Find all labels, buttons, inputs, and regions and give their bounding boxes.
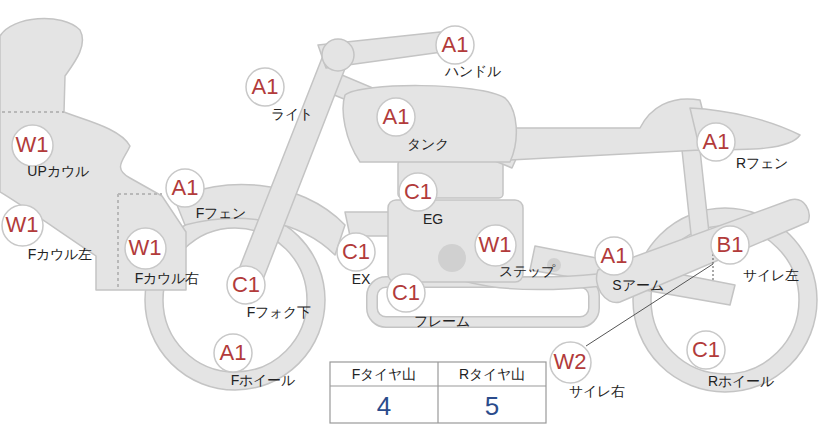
callout-circle: C1Rホイール (686, 330, 726, 370)
callout-code: A1 (696, 122, 736, 162)
callout-code: W2 (549, 341, 592, 384)
part-name: サイレ右 (569, 384, 625, 399)
part-name: Fフェン (196, 206, 247, 221)
callout-code: W1 (474, 224, 517, 267)
table-value: 4 (377, 391, 391, 422)
part-name: フレーム (414, 314, 470, 329)
part-name: ステップ (499, 264, 555, 279)
circle-shape (246, 68, 284, 106)
callout-circle: C1EX (336, 232, 376, 272)
part-name: UPカウル (27, 164, 88, 179)
callout-code: W1 (11, 124, 54, 167)
callout-code: A1 (165, 168, 205, 208)
callout-circle: C1フレーム (386, 273, 426, 313)
circle-shape (377, 98, 415, 136)
callout-circle: A1Sアーム (594, 236, 634, 276)
part-name: EX (352, 272, 371, 287)
part-name: EG (423, 212, 443, 227)
callout-code: W1 (124, 227, 167, 270)
part-name: Rフェン (736, 156, 788, 171)
circle-shape (337, 233, 375, 271)
table-header: Rタイヤ山 (459, 366, 525, 384)
part-name: Sアーム (612, 278, 663, 293)
callout-circle: W1Fカウル右 (124, 227, 167, 270)
callout-circle: W1UPカウル (11, 124, 54, 167)
part-name: ハンドル (445, 64, 501, 79)
callout-code: C1 (336, 232, 376, 272)
circle-shape (399, 173, 437, 211)
part-name: Fフォク下 (247, 305, 312, 320)
callout-code: B1 (710, 225, 750, 265)
callout-circle: W2サイレ右 (549, 341, 592, 384)
callout-circle: W1Fカウル左 (1, 204, 44, 247)
part-name: タンク (407, 137, 449, 152)
part-name: Rホイール (708, 374, 774, 389)
circle-shape (214, 334, 252, 372)
callout-code: A1 (213, 333, 253, 373)
circle-shape (125, 228, 166, 269)
callout-code: C1 (686, 330, 726, 370)
circle-shape (2, 205, 43, 246)
callout-code: A1 (245, 67, 285, 107)
circle-shape (436, 26, 474, 64)
circle-shape (697, 123, 735, 161)
callout-circle: A1Rフェン (696, 122, 736, 162)
callout-code: A1 (376, 97, 416, 137)
callout-circle: C1EG (398, 172, 438, 212)
callout-circle: A1Fホイール (213, 333, 253, 373)
callout-circle: C1Fフォク下 (226, 265, 266, 305)
callout-code: C1 (386, 273, 426, 313)
circle-shape (12, 125, 53, 166)
callout-code: C1 (226, 265, 266, 305)
part-name: Fホイール (231, 373, 296, 388)
circle-shape (595, 237, 633, 275)
circle-shape (227, 266, 265, 304)
circle-shape (166, 169, 204, 207)
part-name: サイレ左 (743, 268, 799, 283)
part-name: Fカウル左 (28, 247, 93, 262)
callout-circle: A1ライト (245, 67, 285, 107)
circle-shape (387, 274, 425, 312)
callout-code: W1 (1, 204, 44, 247)
tyre-table (330, 362, 546, 423)
part-name: Fカウル右 (135, 271, 200, 286)
circle-shape (687, 331, 725, 369)
circle-shape (711, 226, 749, 264)
callout-circle: W1ステップ (474, 224, 517, 267)
callout-circle: A1ハンドル (435, 25, 475, 65)
callout-circle: A1Fフェン (165, 168, 205, 208)
part-name: ライト (271, 107, 313, 122)
circle-shape (550, 342, 591, 383)
callout-code: A1 (435, 25, 475, 65)
table-header: Fタイヤ山 (352, 366, 417, 384)
callout-code: C1 (398, 172, 438, 212)
callout-circle: A1タンク (376, 97, 416, 137)
table-value: 5 (485, 391, 499, 422)
callout-circle: B1サイレ左 (710, 225, 750, 265)
callout-code: A1 (594, 236, 634, 276)
circle-shape (475, 225, 516, 266)
